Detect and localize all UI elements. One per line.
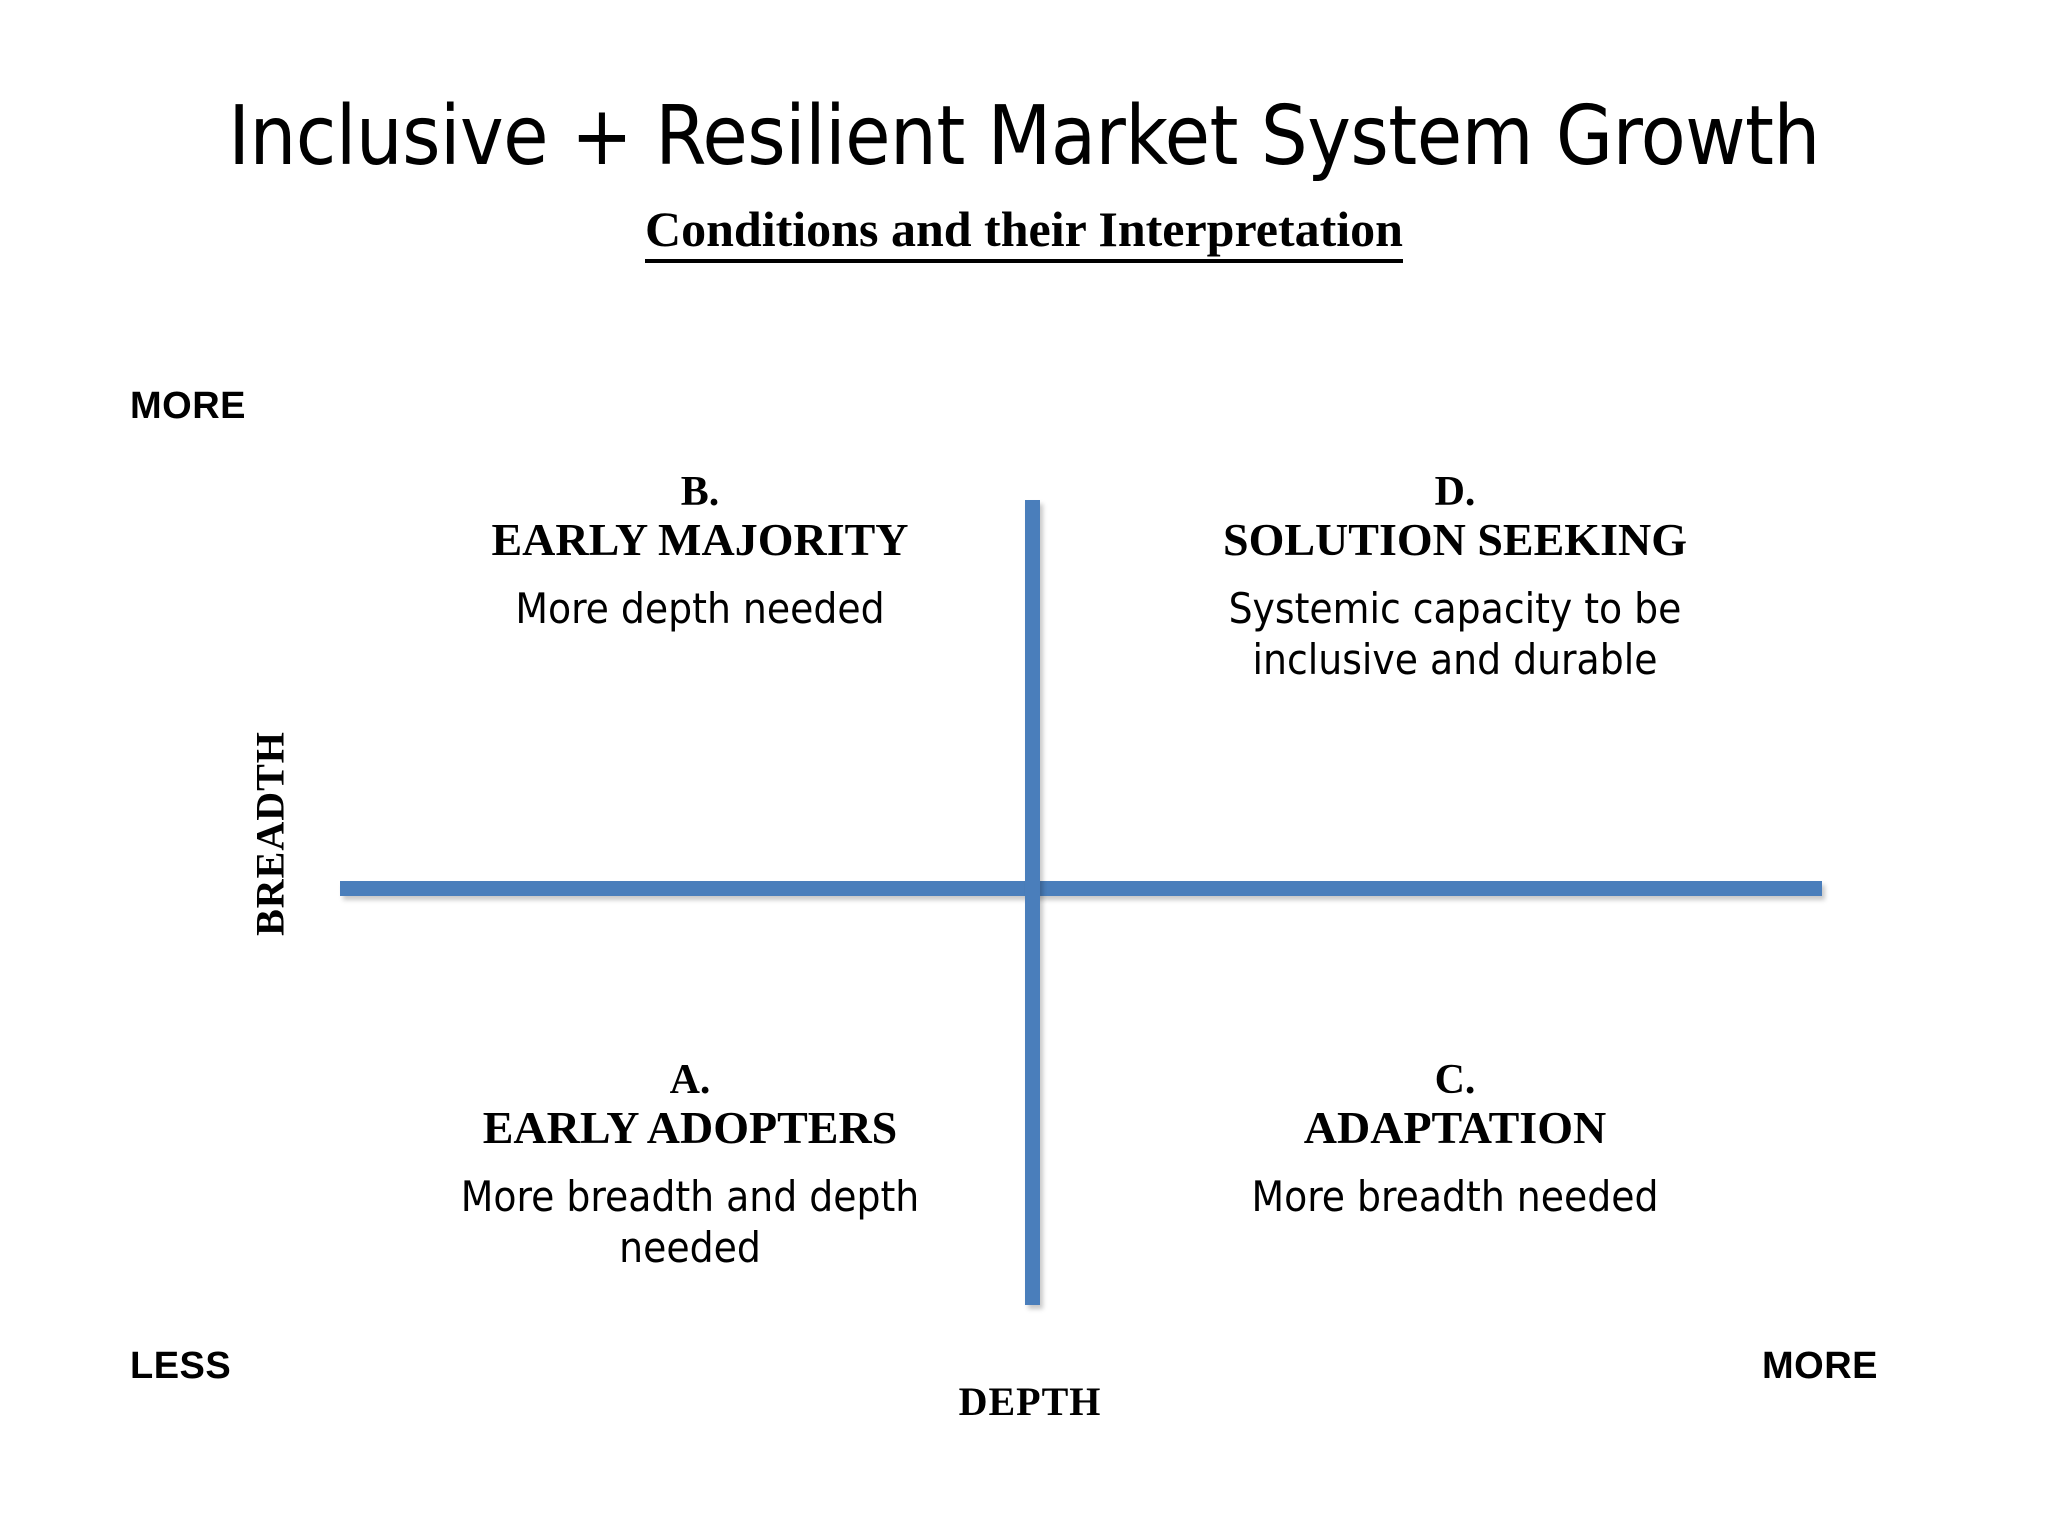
quadrant-b-description: More depth needed [515,583,885,633]
horizontal-axis-title: DEPTH [958,1379,1102,1424]
quadrant-d: D. SOLUTION SEEKING Systemic capacity to… [1165,470,1745,685]
quadrant-c-name: ADAPTATION [1303,1102,1607,1154]
quadrant-a-description: More breadth and depth needed [460,1171,920,1273]
subtitle-wrap: Conditions and their Interpretation [0,200,2048,263]
depth-axis-high-label: MORE [1762,1345,1878,1387]
title-block: Inclusive + Resilient Market System Grow… [0,96,2048,263]
quadrant-d-description: Systemic capacity to be inclusive and du… [1228,583,1682,685]
quadrant-d-letter: D. [1434,469,1476,515]
quadrant-b-letter: B. [680,469,720,515]
horizontal-axis-line [340,881,1822,896]
vertical-axis-line [1025,500,1040,1305]
quadrant-b: B. EARLY MAJORITY More depth needed [420,470,980,634]
quadrant-b-name: EARLY MAJORITY [491,514,909,566]
quadrant-a: A. EARLY ADOPTERS More breadth and depth… [405,1058,975,1273]
quadrant-a-letter: A. [669,1057,711,1103]
quadrant-d-name: SOLUTION SEEKING [1223,514,1687,566]
quadrant-a-name: EARLY ADOPTERS [482,1102,898,1154]
quadrant-c-description: More breadth needed [1251,1171,1659,1221]
vertical-axis-title: BREADTH [247,731,293,936]
quadrant-c-letter: C. [1434,1057,1476,1103]
quadrant-c: C. ADAPTATION More breadth needed [1165,1058,1745,1222]
breadth-axis-high-label: MORE [130,385,246,427]
breadth-axis-low-label: LESS [130,1345,232,1387]
page-subtitle: Conditions and their Interpretation [645,200,1403,263]
page-title: Inclusive + Resilient Market System Grow… [228,89,1820,184]
